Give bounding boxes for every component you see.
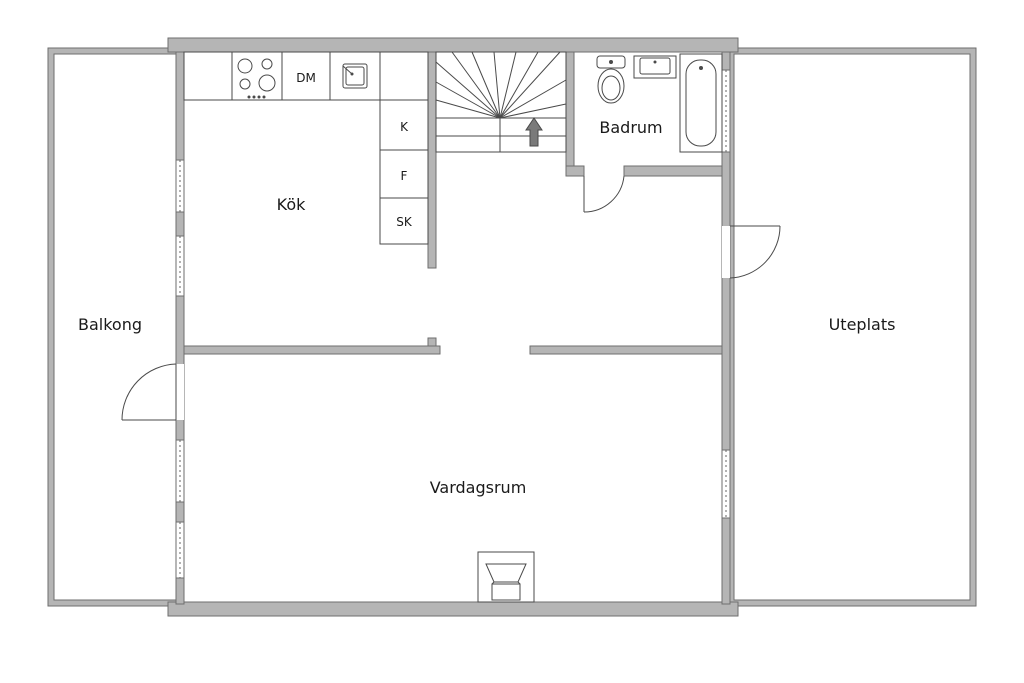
bathroom-door: [583, 175, 625, 213]
toilet-icon: [596, 55, 626, 104]
fireplace-icon: [477, 551, 535, 603]
windows-left: [175, 159, 185, 579]
dishwasher-label: DM: [296, 71, 316, 85]
bathtub-icon: [679, 53, 723, 153]
patio: [727, 47, 977, 607]
staircase-icon: [435, 51, 567, 153]
patio-door: [729, 225, 781, 279]
room-label-balcony: Balkong: [78, 315, 142, 334]
kitchen-cabinets: K F SK: [379, 99, 429, 245]
balcony-door: [121, 363, 177, 421]
washbasin-icon: [633, 55, 677, 79]
fridge-label: K: [400, 120, 409, 134]
room-label-living-room: Vardagsrum: [430, 478, 527, 497]
freezer-label: F: [401, 169, 408, 183]
outer-walls: [167, 37, 739, 617]
stove-icon: [237, 58, 276, 99]
up-arrow-icon: [525, 117, 543, 147]
balcony: [47, 47, 183, 607]
room-label-bathroom: Badrum: [599, 118, 662, 137]
kitchen-counter: DM: [183, 51, 429, 101]
cabinet-label: SK: [396, 215, 413, 229]
room-label-kitchen: Kök: [277, 195, 306, 214]
room-label-patio: Uteplats: [829, 315, 896, 334]
sink-icon: [342, 63, 368, 89]
interior-walls: [183, 51, 723, 355]
